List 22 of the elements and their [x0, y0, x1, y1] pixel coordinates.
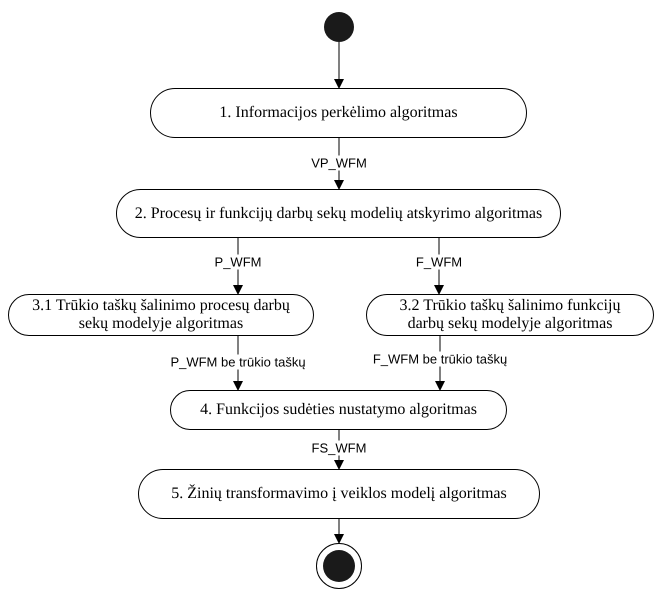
initial-node [324, 12, 354, 42]
action-label: 1. Informacijos perkėlimo algoritmas [219, 104, 458, 122]
action-node [8, 294, 314, 336]
action-label: 5. Žinių transformavimo į veiklos modelį algoritmas [171, 485, 507, 503]
edge-label: F_WFM [414, 254, 464, 270]
action-node [150, 88, 527, 138]
action-node [116, 189, 561, 238]
arrow [334, 518, 344, 544]
action-label: 3.1 Trūkio taškų šalinimo procesų darbų sekų modelyje algoritmas [31, 297, 291, 333]
action-label: 4. Funkcijos sudėties nustatymo algoritmas [200, 401, 477, 419]
edge-label: P_WFM be trūkio taškų [169, 354, 307, 370]
arrow [334, 42, 344, 89]
edge-label: F_WFM be trūkio taškų [372, 352, 508, 366]
action-node [138, 469, 540, 519]
action-label: 2. Procesų ir funkcijų darbų sekų modelių atskyrimo algoritmas [134, 204, 542, 222]
edge-label: P_WFM [214, 254, 262, 270]
edge-label: FS_WFM [310, 440, 368, 456]
final-node [316, 543, 362, 589]
edge-label: VP_WFM [310, 156, 368, 170]
action-label: 3.2 Trūkio taškų šalinimo funkcijų darbų sekų modelyje algoritmas [398, 297, 622, 333]
action-node [366, 294, 654, 336]
action-node [170, 390, 507, 430]
